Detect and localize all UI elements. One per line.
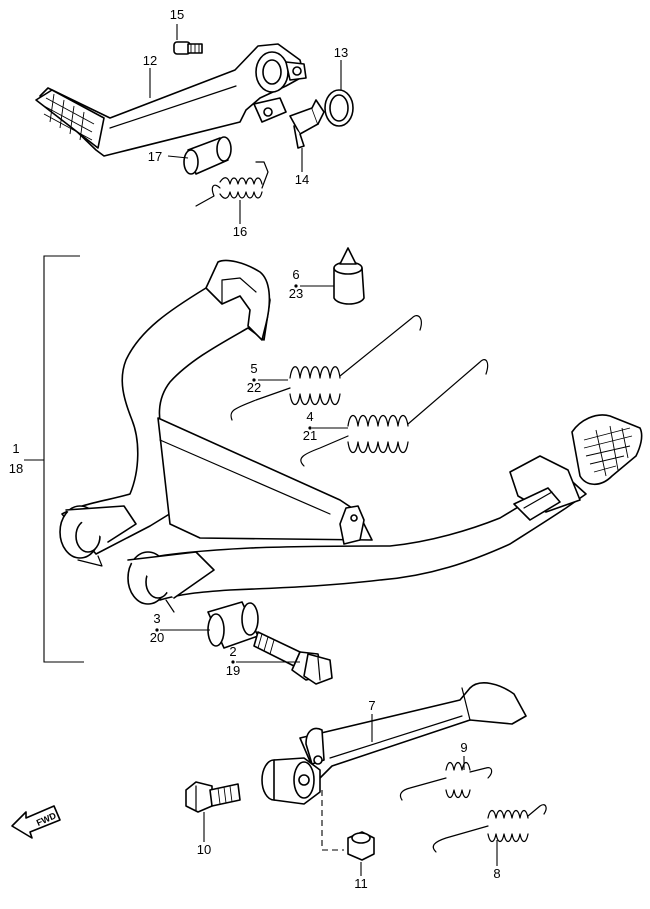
callout-2: 2 — [229, 644, 236, 659]
clip-14 — [289, 99, 325, 149]
callout-8: 8 — [493, 866, 500, 881]
callout-22: 22 — [247, 380, 261, 395]
callout-4: 4 — [306, 409, 313, 424]
spring-5 — [230, 315, 422, 421]
pedal-lever-12 — [35, 43, 307, 157]
callout-1: 1 — [12, 441, 19, 456]
callout-21: 21 — [303, 428, 317, 443]
bolt-10 — [185, 781, 241, 813]
callout-11: 11 — [354, 876, 368, 891]
fwd-arrow-icon: FWD — [11, 805, 61, 839]
spring-8 — [432, 804, 547, 853]
callout-7: 7 — [368, 698, 375, 713]
washer-13 — [324, 89, 354, 127]
callout-10: 10 — [197, 842, 211, 857]
callout-13: 13 — [334, 45, 348, 60]
bushing-3 — [207, 601, 259, 649]
callout-6: 6 — [292, 267, 299, 282]
callout-labels: 15 12 13 17 14 16 6 23 5 22 4 21 1 18 3 … — [9, 7, 501, 891]
nut-11 — [347, 831, 375, 861]
bracket-1-18 — [43, 255, 84, 663]
bolt-15 — [173, 41, 203, 55]
assembly-line-nut — [321, 790, 344, 851]
center-stand-1 — [59, 259, 643, 613]
leader-lines — [24, 24, 498, 876]
callout-3: 3 — [153, 611, 160, 626]
callout-dots — [155, 284, 312, 664]
callout-15: 15 — [170, 7, 184, 22]
callout-16: 16 — [233, 224, 247, 239]
callout-20: 20 — [150, 630, 164, 645]
center-stand-assembly — [43, 247, 643, 685]
callout-5: 5 — [250, 361, 257, 376]
callout-23: 23 — [289, 286, 303, 301]
callout-19: 19 — [226, 663, 240, 678]
callout-17: 17 — [148, 149, 162, 164]
spring-9 — [399, 761, 493, 801]
bushing-17 — [183, 136, 232, 175]
callout-18: 18 — [9, 461, 23, 476]
side-stand-assembly — [185, 682, 547, 861]
pedal-lever-assembly — [35, 41, 354, 207]
callout-9: 9 — [460, 740, 467, 755]
callout-12: 12 — [143, 53, 157, 68]
callout-14: 14 — [295, 172, 309, 187]
spring-4 — [300, 359, 489, 467]
bolt-2 — [253, 631, 333, 685]
side-stand-7 — [261, 682, 527, 805]
stopper-rubber-6 — [333, 247, 365, 305]
spring-16 — [195, 161, 269, 207]
